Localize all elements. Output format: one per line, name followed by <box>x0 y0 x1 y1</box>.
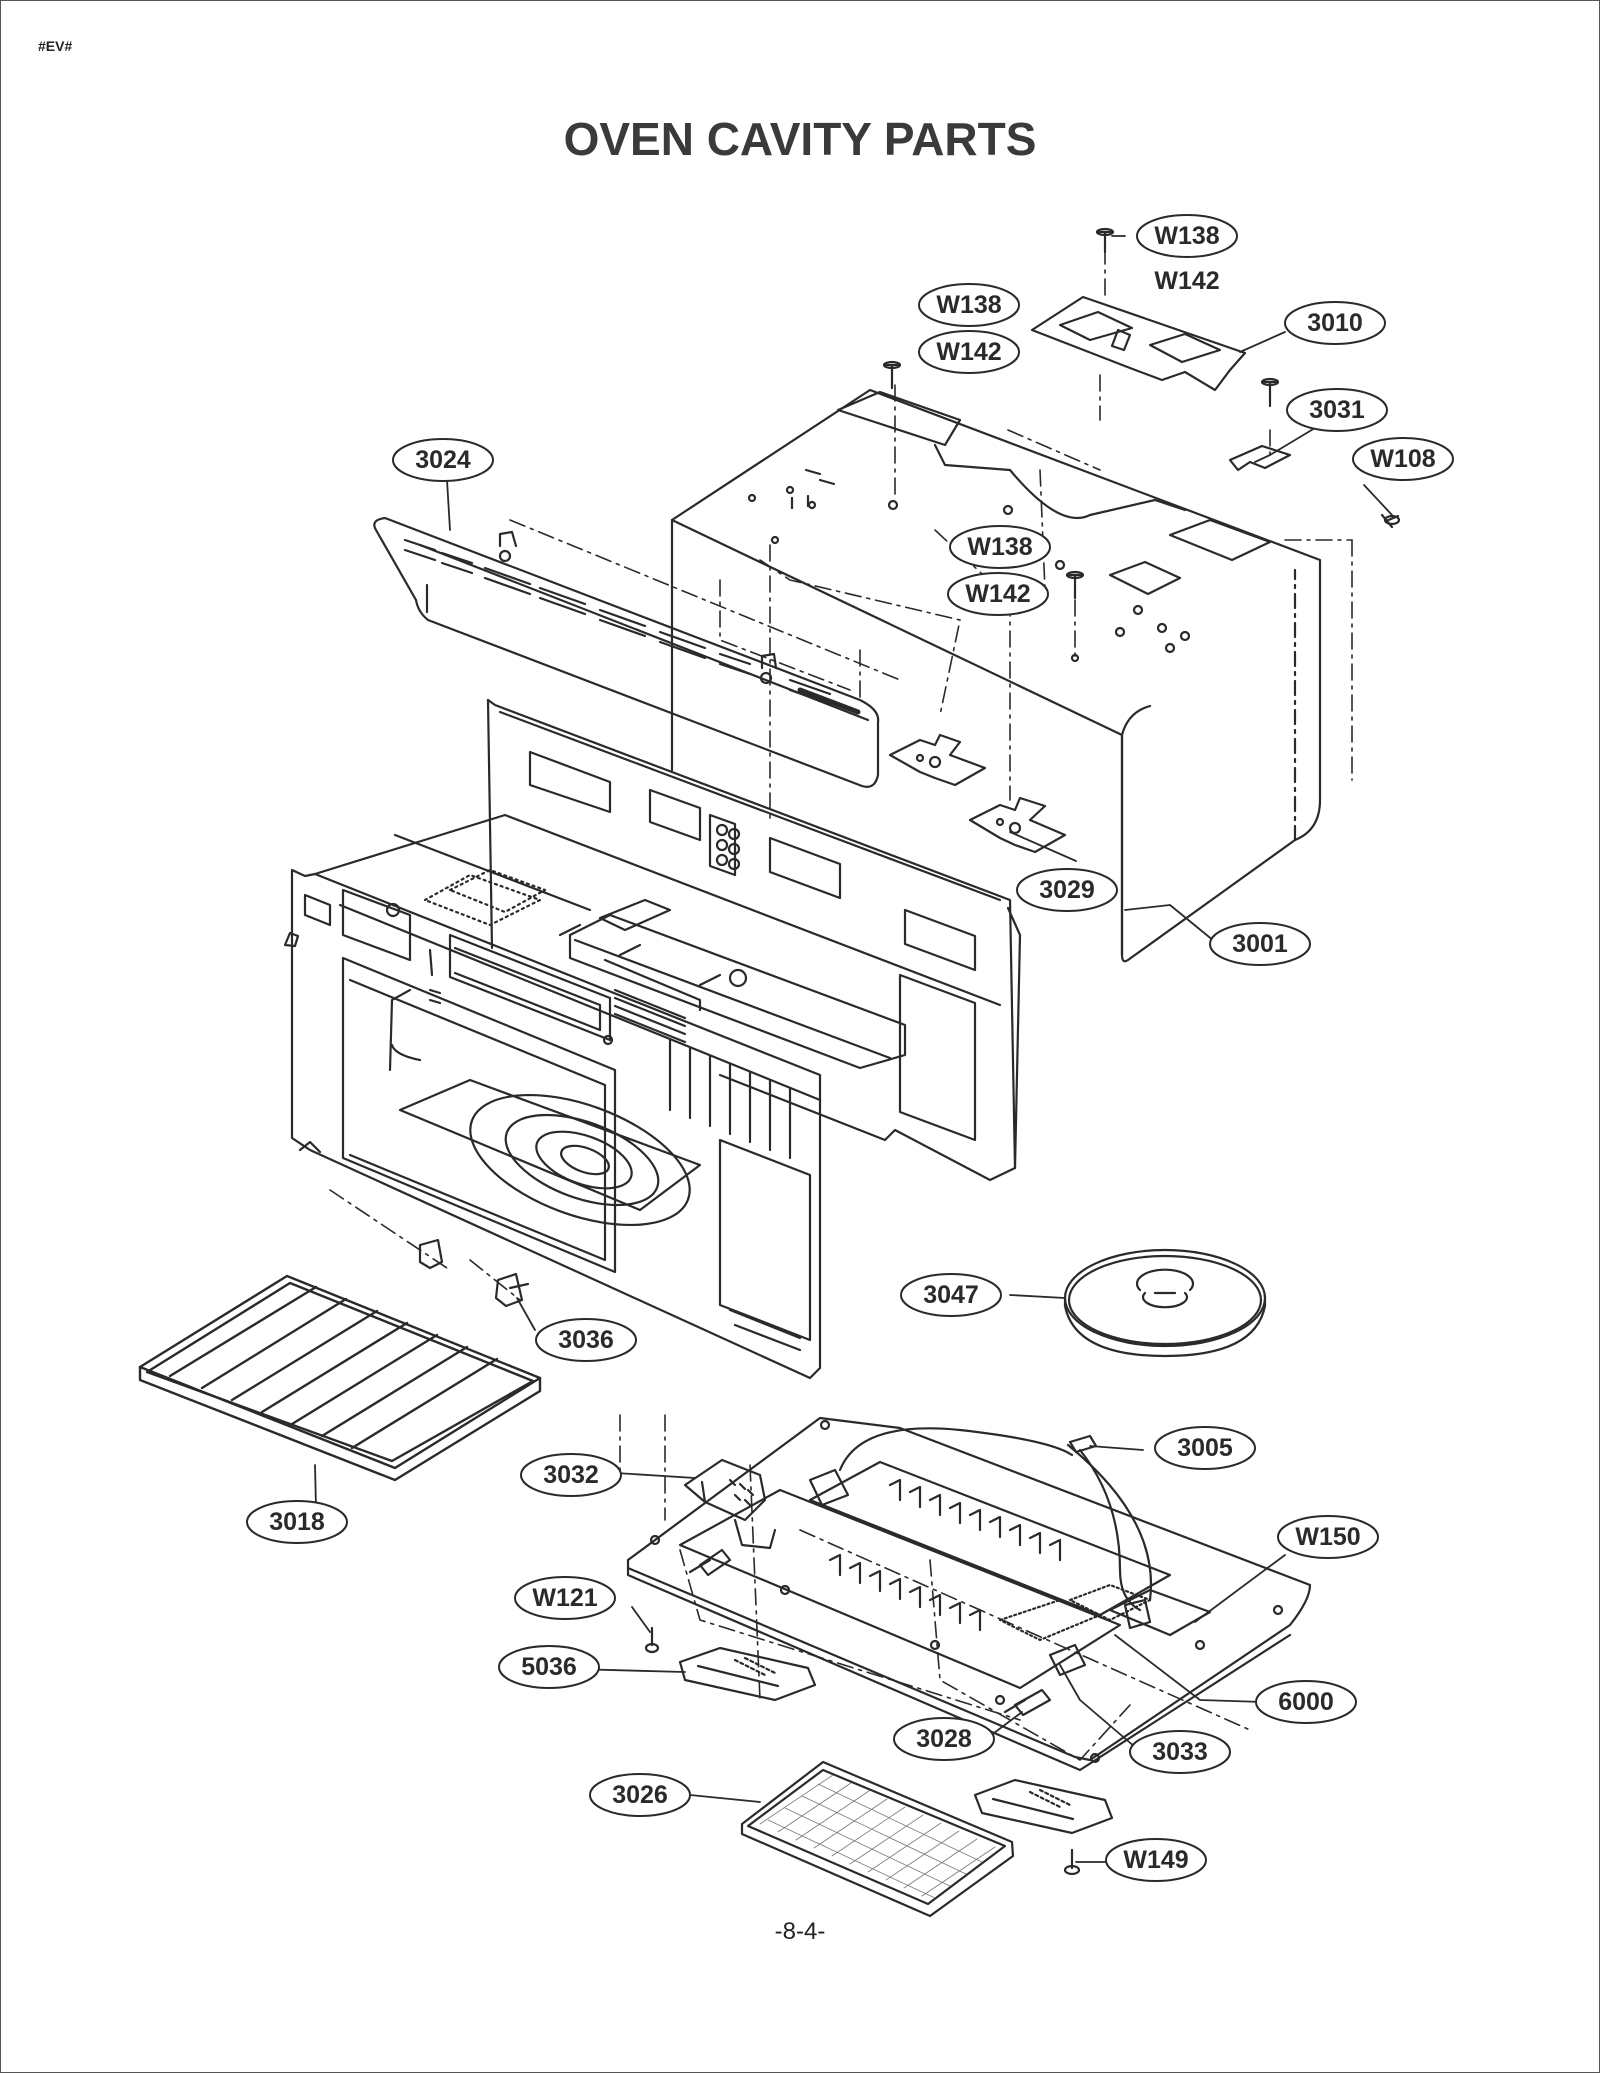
callout-W121-label: W121 <box>532 1584 597 1612</box>
callout-6000-oval <box>1255 1680 1357 1724</box>
callout-3029-oval <box>1016 868 1118 912</box>
callout-3032-oval <box>520 1453 622 1497</box>
callout-3024-oval <box>392 438 494 482</box>
callout-W142-mid-oval <box>947 572 1049 616</box>
clips-3036 <box>418 1238 530 1308</box>
callout-3018-label: 3018 <box>269 1508 325 1536</box>
callout-5036-label: 5036 <box>521 1653 577 1681</box>
leader-lines <box>314 235 1393 1863</box>
callout-W121-oval <box>514 1576 616 1620</box>
lamp-cover-5036 <box>678 1646 1114 1835</box>
callout-W149-label: W149 <box>1123 1846 1188 1874</box>
callout-3036-label: 3036 <box>558 1326 614 1354</box>
callout-3029-label: 3029 <box>1039 876 1095 904</box>
callout-3010-oval <box>1284 301 1386 345</box>
callout-W142-top-label: W142 <box>1154 267 1219 295</box>
callout-W149-oval <box>1105 1838 1207 1882</box>
callout-3032-label: 3032 <box>543 1461 599 1489</box>
callout-W138-top-label: W138 <box>1154 222 1219 250</box>
callout-3047-oval <box>900 1273 1002 1317</box>
callout-W138-mid-label: W138 <box>967 533 1032 561</box>
callout-W150-oval <box>1277 1515 1379 1559</box>
callout-W142-left-oval <box>918 330 1020 374</box>
callout-W108-oval <box>1352 437 1454 481</box>
callout-W138-left-label: W138 <box>936 291 1001 319</box>
callout-3028-oval <box>893 1717 995 1761</box>
cavity-back-frame <box>486 698 1022 1182</box>
callout-3026-label: 3026 <box>612 1781 668 1809</box>
callout-5036-oval <box>498 1645 600 1689</box>
callout-3031-label: 3031 <box>1309 396 1365 424</box>
page-number: -8-4- <box>774 1918 826 1945</box>
callout-W138-top-oval <box>1136 214 1238 258</box>
callout-3036-oval <box>535 1318 637 1362</box>
wire-rack-3018 <box>138 1274 542 1482</box>
callout-6000-label: 6000 <box>1278 1688 1334 1716</box>
callout-3033-label: 3033 <box>1152 1738 1208 1766</box>
lamp-holder-3032 <box>683 1458 777 1550</box>
callout-W142-left-label: W142 <box>936 338 1001 366</box>
callout-3001-label: 3001 <box>1232 930 1288 958</box>
callout-3005-oval <box>1154 1426 1256 1470</box>
callout-W142-mid-label: W142 <box>965 580 1030 608</box>
page-title: OVEN CAVITY PARTS <box>563 113 1037 165</box>
callout-3047-label: 3047 <box>923 1281 979 1309</box>
callout-3026-oval <box>589 1773 691 1817</box>
brackets-3029 <box>888 733 1067 854</box>
grease-filter-3026 <box>740 1760 1015 1918</box>
document-marker: #EV# <box>38 38 73 54</box>
callout-3005-label: 3005 <box>1177 1434 1233 1462</box>
callout-W108-label: W108 <box>1370 445 1435 473</box>
screws-top <box>882 227 1401 600</box>
base-plate-6000 <box>626 1416 1312 1772</box>
callout-3001-oval <box>1209 922 1311 966</box>
callout-3031-oval <box>1286 388 1388 432</box>
callout-3018-oval <box>246 1500 348 1544</box>
filter-mesh <box>759 1774 996 1899</box>
top-bracket-3010 <box>1030 295 1247 392</box>
outer-case <box>670 388 1322 963</box>
cavity-front-frame <box>283 813 1002 1380</box>
vent-grille-3024 <box>373 516 880 788</box>
callout-3028-label: 3028 <box>916 1725 972 1753</box>
callout-W150-label: W150 <box>1295 1523 1360 1551</box>
callout-3024-label: 3024 <box>415 446 471 474</box>
turntable-3047 <box>1063 1248 1267 1358</box>
callout-W138-mid-oval <box>949 525 1051 569</box>
lamp-sockets-3028 <box>688 1548 1052 1717</box>
callout-3033-oval <box>1129 1730 1231 1774</box>
callout-3010-label: 3010 <box>1307 309 1363 337</box>
cavity-interior-curve <box>388 988 422 1072</box>
callout-W138-left-oval <box>918 283 1020 327</box>
callout-ovals <box>246 214 1454 1882</box>
screws-bottom <box>644 1626 1081 1876</box>
bracket-3031 <box>1228 444 1292 472</box>
